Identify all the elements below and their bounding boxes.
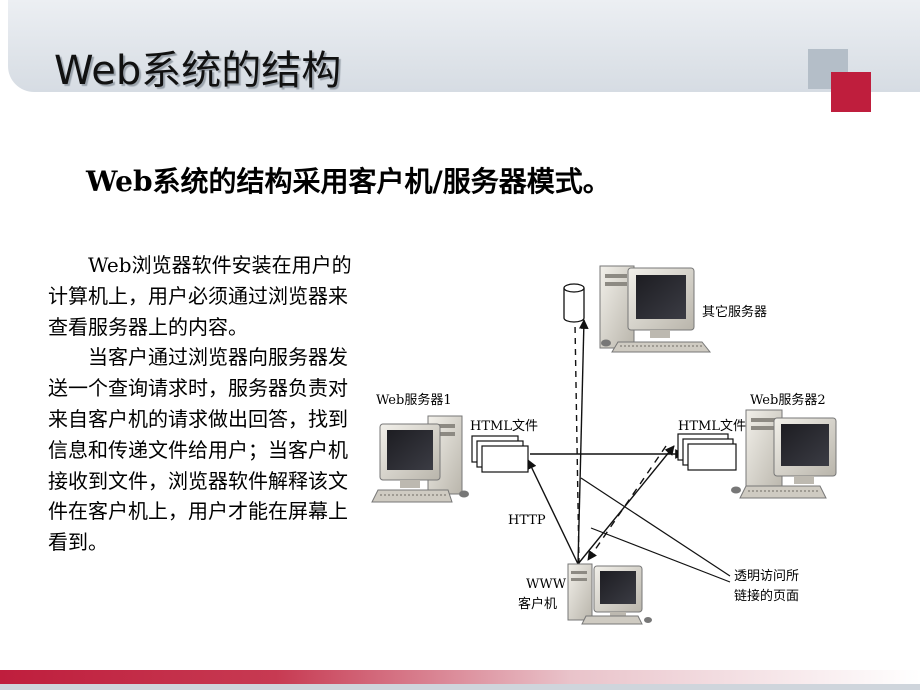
label-html-file-1: HTML文件: [470, 419, 538, 434]
annotation-line-1: [580, 477, 731, 577]
annotation-line-2: [590, 527, 731, 583]
other-server-computer-icon: [599, 265, 712, 353]
client-computer-icon: [567, 563, 652, 625]
label-web-server-2: Web服务器2: [750, 392, 826, 408]
bottom-gray-strip: [0, 684, 920, 690]
slide-subtitle: Web系统的结构采用客户机/服务器模式。: [86, 165, 611, 198]
label-http: HTTP: [508, 513, 546, 528]
arrow-client-to-other-server: [577, 319, 589, 565]
body-text: Web浏览器软件安装在用户的计算机上，用户必须通过浏览器来查看服务器上的内容。 …: [48, 250, 358, 558]
annotation-text-line-1: 透明访问所: [734, 569, 799, 584]
connection-lines: [527, 319, 731, 583]
web-architecture-diagram: 其它服务器 Web服务器1 HTML文件 Web服务器2 HTM: [371, 265, 837, 625]
paragraph-request: 当客户通过浏览器向服务器发送一个查询请求时，服务器负责对来自客户机的请求做出回答…: [48, 345, 348, 555]
title-bar: [8, 0, 920, 92]
html-files-stack-2-icon: [677, 433, 737, 471]
slide-title: Web系统的结构: [54, 48, 342, 94]
arrow-client-to-server1-files: [527, 459, 579, 565]
html-files-stack-1-icon: [471, 435, 529, 473]
label-client: 客户机: [518, 596, 557, 612]
label-client-www: WWW: [526, 577, 567, 592]
web-server-1-computer-icon: [371, 415, 469, 503]
decorative-red-square: [831, 72, 871, 112]
dashed-server2-to-client: [587, 445, 667, 561]
dashed-client-to-other-server: [574, 323, 580, 565]
web-server-2-computer-icon: [731, 409, 837, 499]
database-icon: [563, 283, 585, 323]
annotation-text-line-2: 链接的页面: [734, 588, 799, 604]
paragraph-browser: Web浏览器软件安装在用户的计算机上，用户必须通过浏览器来查看服务器上的内容。: [48, 253, 352, 339]
label-other-server: 其它服务器: [702, 304, 767, 320]
label-html-file-2: HTML文件: [678, 419, 746, 434]
label-web-server-1: Web服务器1: [376, 392, 452, 408]
